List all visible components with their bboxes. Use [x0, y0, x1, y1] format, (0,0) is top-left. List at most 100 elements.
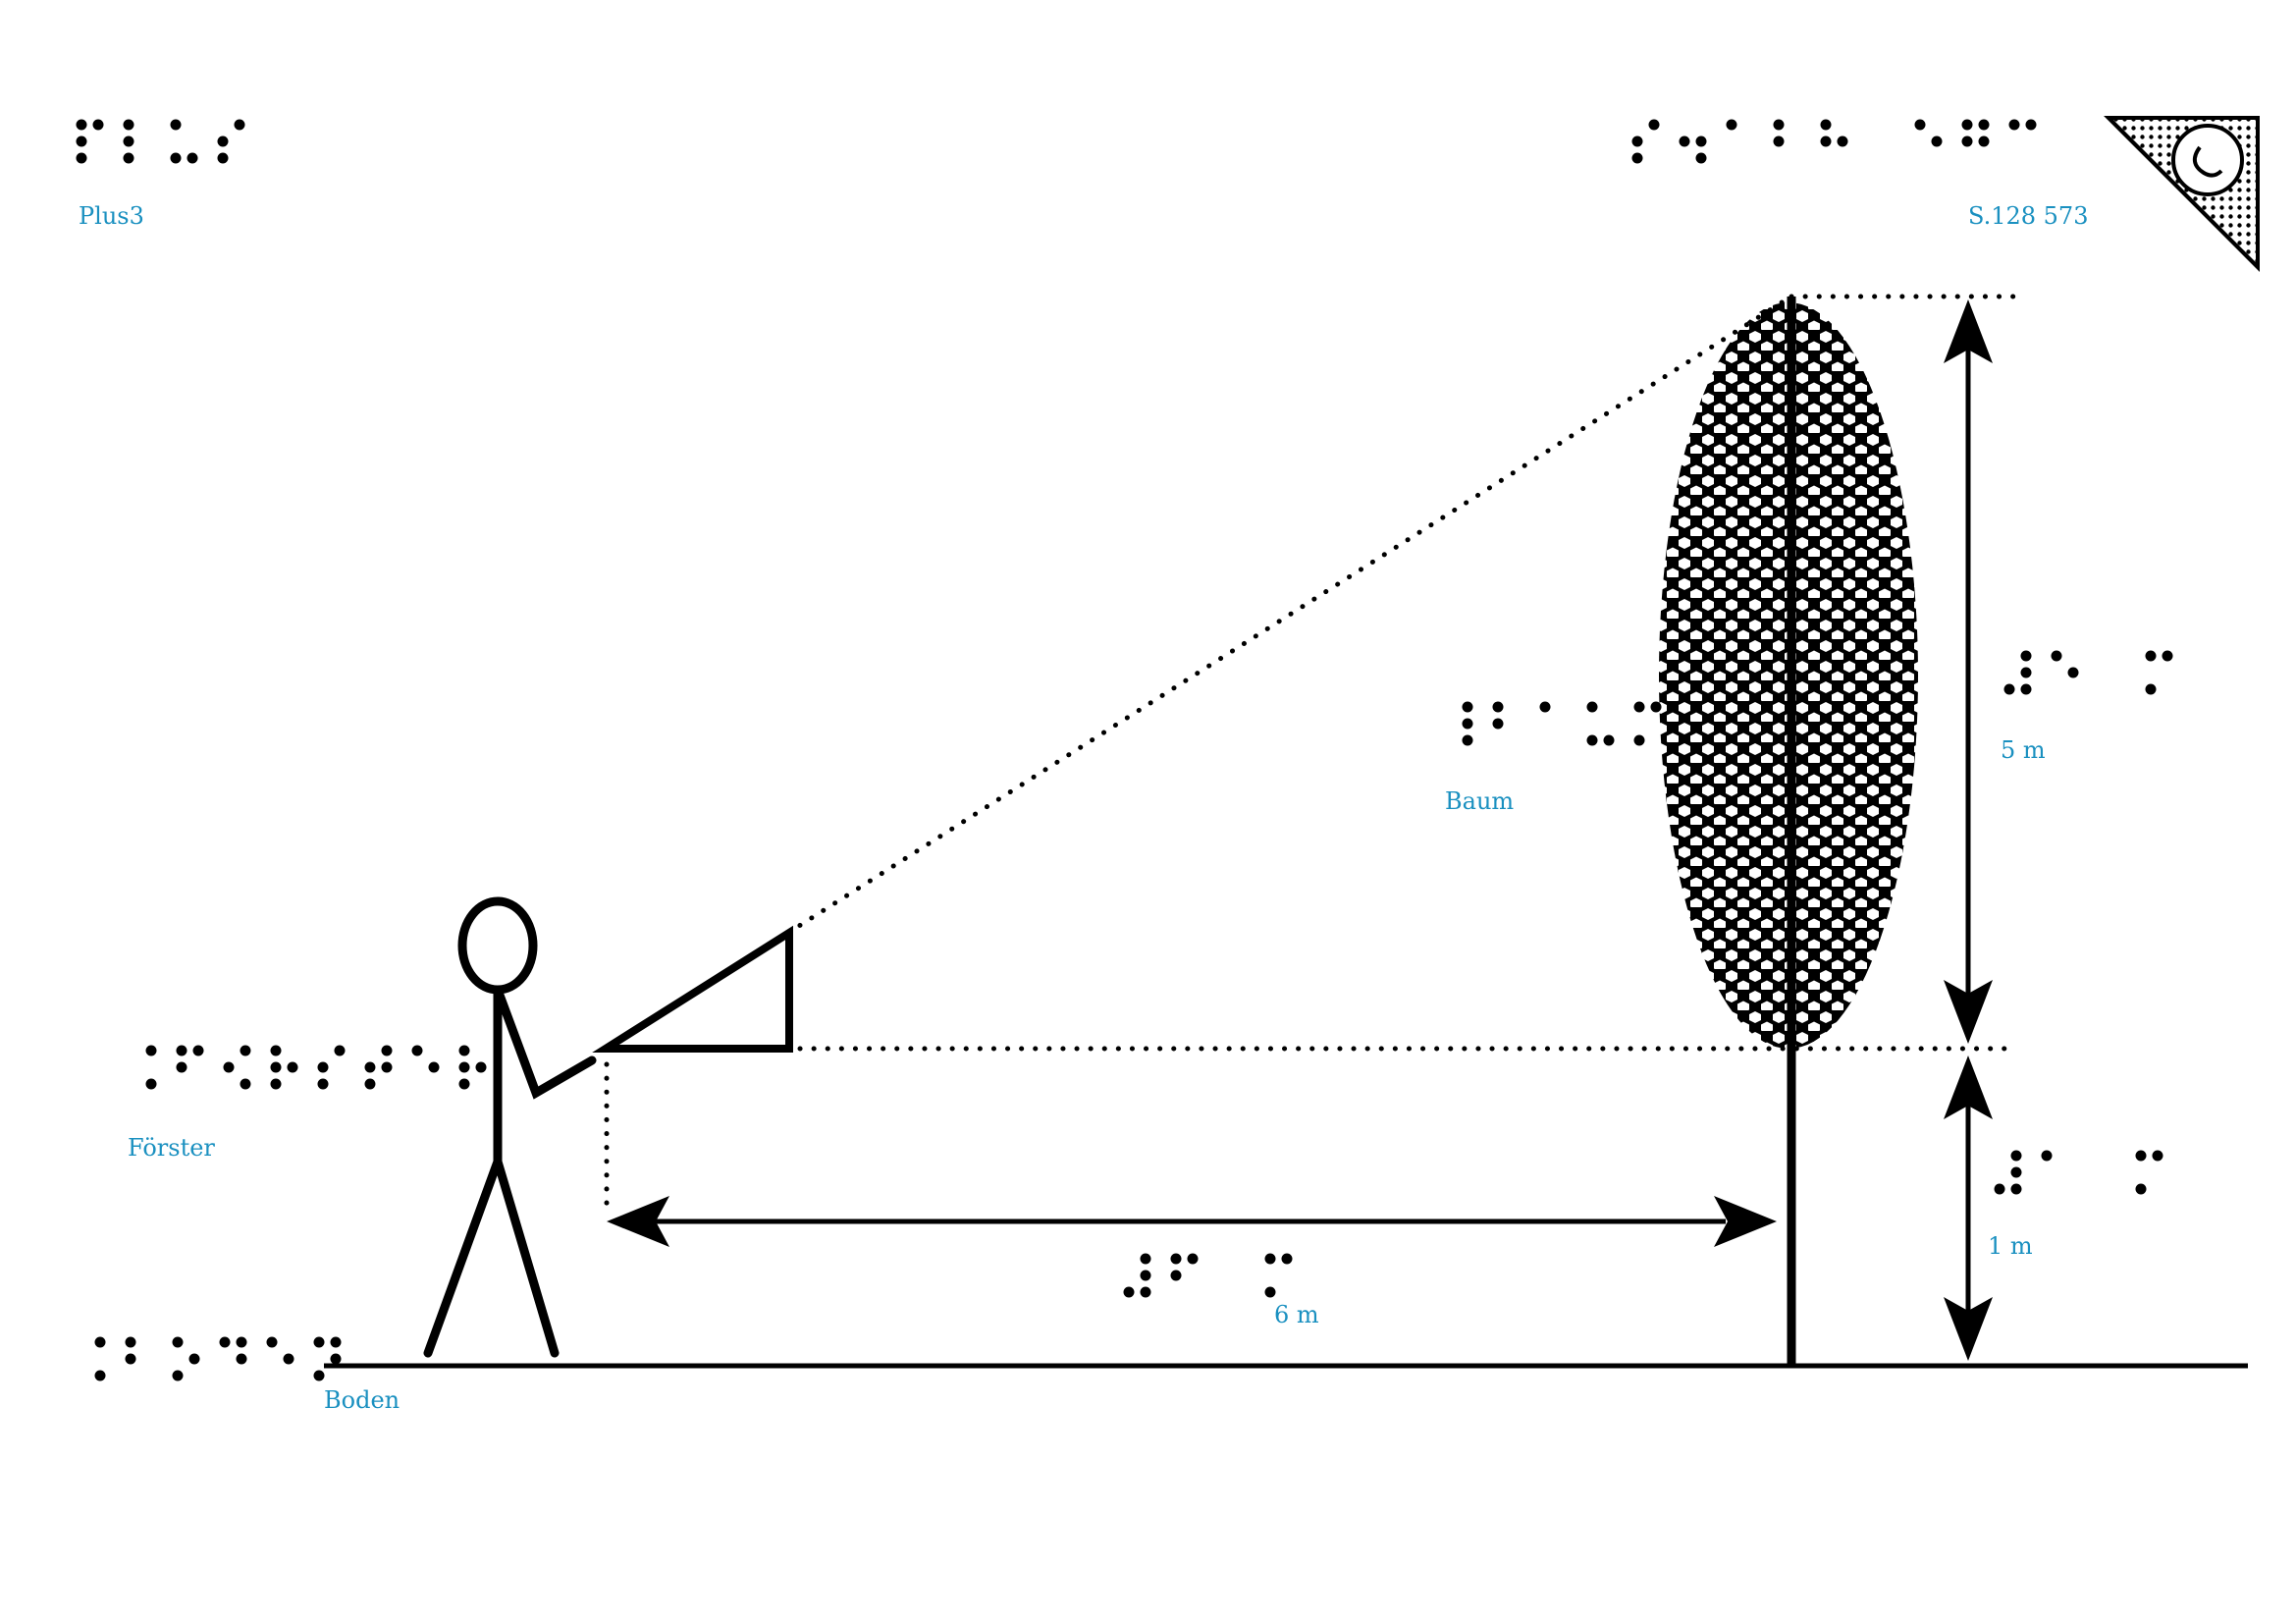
height-above-eye-braille	[2003, 650, 2173, 695]
braille-dot	[2010, 1166, 2022, 1178]
braille-dot	[2010, 1150, 2022, 1162]
braille-dot	[1586, 734, 1598, 746]
braille-dot	[125, 1336, 136, 1348]
braille-dot	[1462, 718, 1473, 730]
braille-dot	[94, 1370, 106, 1381]
braille-dot	[1633, 701, 1645, 713]
braille-dot	[313, 1370, 325, 1381]
forester-right-leg	[493, 1157, 560, 1358]
braille-dot	[330, 1336, 342, 1348]
braille-dot	[219, 1336, 231, 1348]
braille-dot	[458, 1045, 470, 1056]
braille-dot	[2020, 650, 2032, 662]
braille-dot	[1264, 1286, 1276, 1298]
braille-dot	[2008, 119, 2020, 131]
braille-dot	[2003, 683, 2015, 695]
braille-dot	[223, 1061, 235, 1073]
braille-dot	[1170, 1253, 1182, 1265]
braille-dot	[313, 1336, 325, 1348]
distance-arrow	[607, 1196, 1777, 1247]
braille-dot	[94, 1336, 106, 1348]
braille-dot	[458, 1078, 470, 1090]
distance-braille	[1123, 1253, 1293, 1298]
braille-dot	[125, 1353, 136, 1365]
braille-dot	[1586, 701, 1598, 713]
braille-dot	[1695, 135, 1707, 147]
forester-head	[457, 896, 538, 995]
braille-dot	[2162, 650, 2173, 662]
orientation-corner-icon	[2104, 116, 2260, 272]
braille-dot	[317, 1078, 329, 1090]
braille-dot	[1631, 152, 1643, 164]
braille-dot	[76, 135, 87, 147]
braille-dot	[1539, 701, 1551, 713]
braille-dot	[2135, 1150, 2147, 1162]
distance-label: 6 m	[1274, 1301, 1319, 1328]
header-right-braille	[1631, 119, 2037, 164]
braille-dot	[123, 119, 134, 131]
braille-dot	[1914, 119, 1926, 131]
forester-figure	[423, 896, 597, 1358]
braille-dot	[76, 119, 87, 131]
braille-dot	[2145, 650, 2157, 662]
height-above-eye-arrow	[1944, 299, 1993, 1044]
braille-dot	[2020, 683, 2032, 695]
braille-dot	[2010, 1183, 2022, 1195]
braille-dot	[364, 1061, 376, 1073]
forester-left-leg	[423, 1157, 503, 1358]
braille-dot	[1140, 1286, 1151, 1298]
braille-dot	[1633, 734, 1645, 746]
braille-dot	[217, 135, 229, 147]
braille-dot	[2067, 667, 2079, 678]
header-right-label: S.128 573	[1968, 202, 2088, 230]
braille-dot	[381, 1061, 393, 1073]
braille-dot	[172, 1370, 184, 1381]
braille-dot	[1994, 1183, 2005, 1195]
eye-height-braille	[1994, 1150, 2163, 1195]
braille-dot	[1931, 135, 1943, 147]
braille-dot	[1961, 135, 1973, 147]
braille-dot	[283, 1353, 294, 1365]
braille-dot	[1264, 1253, 1276, 1265]
forester-braille	[145, 1045, 487, 1090]
header-left-label: Plus3	[79, 202, 144, 230]
braille-dot	[334, 1045, 346, 1056]
braille-dot	[1462, 701, 1473, 713]
braille-dot	[2025, 119, 2037, 131]
line-of-sight	[785, 297, 1789, 936]
braille-dot	[1820, 135, 1832, 147]
braille-dot	[1679, 135, 1690, 147]
braille-dot	[411, 1045, 423, 1056]
measuring-triangle	[592, 925, 793, 1053]
braille-dot	[1726, 119, 1737, 131]
height-above-eye-label: 5 m	[2001, 736, 2046, 764]
braille-dot	[428, 1061, 440, 1073]
braille-dot	[188, 1353, 200, 1365]
braille-dot	[287, 1061, 298, 1073]
braille-dot	[1281, 1253, 1293, 1265]
braille-dot	[145, 1078, 157, 1090]
braille-dot	[234, 119, 245, 131]
braille-dot	[240, 1078, 251, 1090]
braille-dot	[176, 1061, 187, 1073]
braille-dot	[1140, 1270, 1151, 1281]
braille-dot	[1695, 152, 1707, 164]
braille-dot	[1462, 734, 1473, 746]
forester-arm	[493, 985, 597, 1100]
braille-dot	[217, 152, 229, 164]
braille-dot	[1773, 135, 1785, 147]
braille-dot	[240, 1045, 251, 1056]
braille-dot	[236, 1353, 247, 1365]
braille-dot	[317, 1061, 329, 1073]
braille-dot	[266, 1336, 278, 1348]
braille-dot	[187, 152, 198, 164]
braille-dot	[1648, 119, 1660, 131]
eye-height-label: 1 m	[1988, 1232, 2033, 1260]
tree-label: Baum	[1445, 787, 1514, 815]
braille-dot	[236, 1336, 247, 1348]
braille-dot	[2020, 667, 2032, 678]
braille-dot	[1978, 119, 1990, 131]
braille-dot	[1837, 135, 1848, 147]
braille-dot	[123, 152, 134, 164]
braille-dot	[1492, 701, 1504, 713]
